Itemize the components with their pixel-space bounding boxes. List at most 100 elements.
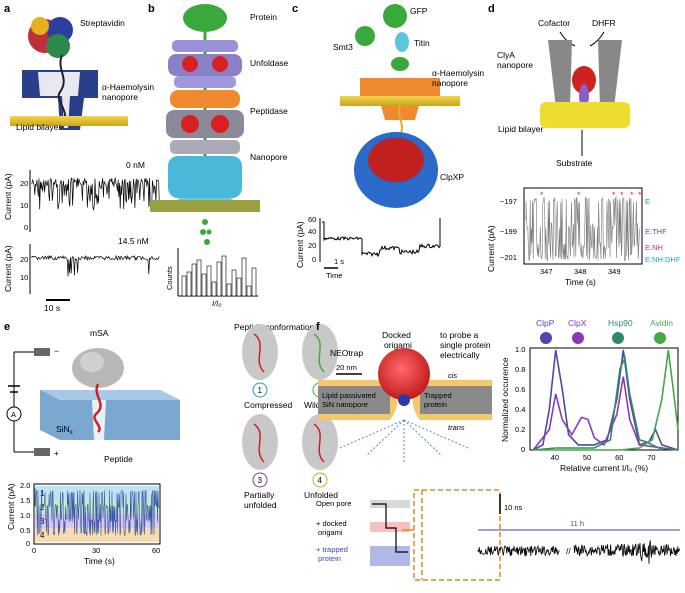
dhfr-label: DHFR bbox=[592, 18, 616, 28]
svg-text:−201: −201 bbox=[500, 253, 517, 262]
panel-e-label: e bbox=[4, 321, 10, 333]
svg-text:0.5: 0.5 bbox=[20, 526, 30, 535]
bilayer-label-a: Lipid bilayer bbox=[16, 122, 62, 132]
sin-label: SiNx bbox=[56, 424, 73, 436]
protein-name: ClpP bbox=[536, 318, 555, 328]
event-stars-d: ****** bbox=[540, 190, 642, 200]
xlabel-d: Time (s) bbox=[565, 277, 596, 287]
xlabel-e: Time (s) bbox=[84, 556, 115, 566]
haemolysin-nanopore-a bbox=[22, 54, 98, 130]
current-trace-f bbox=[477, 540, 680, 564]
trapped-band bbox=[370, 546, 410, 566]
svg-text:20: 20 bbox=[20, 255, 28, 264]
nanopore-label-b: Nanopore bbox=[250, 152, 288, 162]
state-band-label: 1 bbox=[40, 489, 45, 498]
protein-icon bbox=[540, 332, 552, 344]
conformation-name: Unfolded bbox=[304, 490, 338, 500]
current-trace-c bbox=[322, 218, 441, 258]
hist-bar bbox=[241, 257, 247, 297]
svg-text:2.0: 2.0 bbox=[20, 481, 30, 490]
ylabel-e: Current (pA) bbox=[6, 483, 16, 530]
axis-a1: 20 10 0 bbox=[20, 170, 31, 232]
event-star: * bbox=[630, 190, 634, 200]
gfp-titin-clpxp bbox=[340, 4, 460, 208]
clya-nanopore bbox=[540, 40, 630, 128]
hist-bar bbox=[206, 265, 212, 297]
msa-structure bbox=[72, 348, 124, 388]
svg-text:10: 10 bbox=[20, 201, 28, 210]
occurrence-series bbox=[532, 349, 679, 451]
hist-ylabel: Counts bbox=[165, 266, 174, 290]
xtick-f: 70 bbox=[647, 453, 655, 462]
histogram-b bbox=[177, 248, 258, 297]
event-star: * bbox=[540, 190, 544, 200]
svg-text:0: 0 bbox=[24, 223, 28, 232]
axis-d: −197 −199 −201 347 348 349 bbox=[500, 197, 621, 276]
svg-text:0.4: 0.4 bbox=[515, 405, 525, 414]
bilayer-label-d: Lipid bilayer bbox=[498, 124, 544, 134]
state-band-label: 2 bbox=[40, 503, 45, 512]
trace-a2-conc: 14.5 nM bbox=[118, 236, 149, 246]
conformation-number: 1 bbox=[258, 386, 263, 395]
axis-f: 1.0 0.8 0.6 0.4 0.2 0 bbox=[515, 345, 525, 454]
svg-text:1.0: 1.0 bbox=[515, 345, 525, 354]
hist-bar bbox=[251, 267, 257, 297]
axis-break: // bbox=[566, 546, 571, 556]
xtick-f: 40 bbox=[551, 453, 559, 462]
electrical-circuit bbox=[6, 348, 50, 456]
xlabel-c: Time bbox=[326, 271, 342, 280]
zoom-box bbox=[413, 489, 501, 581]
duration-label: 11 h bbox=[570, 519, 584, 528]
hist-bar bbox=[196, 259, 202, 297]
svg-text:0: 0 bbox=[32, 546, 36, 555]
neotrap-label: NEOtrap bbox=[330, 348, 363, 358]
current-trace-a1 bbox=[31, 177, 160, 212]
conformation-number-circle bbox=[252, 382, 268, 398]
cofactor-label: Cofactor bbox=[538, 18, 570, 28]
state-band bbox=[35, 528, 159, 542]
protein-name: Hsp90 bbox=[608, 318, 633, 328]
scalebar-c-label: 1 s bbox=[334, 257, 344, 266]
conformation-number: 3 bbox=[258, 476, 263, 485]
current-trace-d bbox=[525, 196, 640, 262]
event-star: * bbox=[620, 190, 624, 200]
event-star: * bbox=[577, 190, 581, 200]
svg-text:60: 60 bbox=[308, 215, 316, 224]
substrate-label: Substrate bbox=[556, 158, 593, 168]
occurrence-series bbox=[533, 349, 679, 451]
svg-text:1.0: 1.0 bbox=[20, 511, 30, 520]
protein-icon bbox=[612, 332, 624, 344]
event-star: * bbox=[612, 190, 616, 200]
state-E: E bbox=[645, 197, 650, 206]
hist-bar bbox=[186, 271, 192, 297]
ylabel-a2: Current (pA) bbox=[3, 245, 13, 292]
protein-name: Avidin bbox=[650, 318, 673, 328]
hist-bar bbox=[236, 277, 242, 297]
open-band bbox=[370, 500, 410, 508]
smt3-label: Smt3 bbox=[333, 42, 353, 52]
panel-c-label: c bbox=[292, 3, 298, 15]
ylabel-d: Current (pA) bbox=[486, 225, 496, 272]
occurrence-series bbox=[532, 376, 679, 451]
scalebar-f2-label: 10 ns bbox=[504, 503, 523, 512]
panel-a-label: a bbox=[4, 3, 11, 15]
docked-band bbox=[370, 522, 410, 532]
conformation-backbone bbox=[253, 423, 265, 463]
xtick-f: 50 bbox=[583, 453, 591, 462]
hist-xlabel: I/I₀ bbox=[212, 299, 221, 308]
ylabel-a1: Current (pA) bbox=[3, 173, 13, 220]
clpxp-label: ClpXP bbox=[440, 172, 464, 182]
step-trace bbox=[372, 503, 408, 553]
current-trace-e bbox=[34, 488, 160, 537]
state-band-label: 4 bbox=[40, 531, 45, 540]
hist-bar bbox=[231, 269, 237, 297]
